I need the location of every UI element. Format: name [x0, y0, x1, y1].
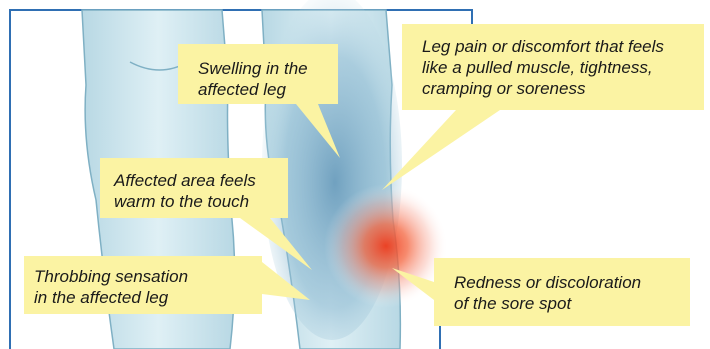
callout-throbbing: Throbbing sensation in the affected leg: [34, 266, 188, 308]
callout-redness: Redness or discoloration of the sore spo…: [454, 272, 641, 314]
callout-leg-pain: Leg pain or discomfort that feels like a…: [422, 36, 664, 99]
callout-warm: Affected area feels warm to the touch: [114, 170, 256, 212]
callout-swelling: Swelling in the affected leg: [198, 58, 308, 100]
